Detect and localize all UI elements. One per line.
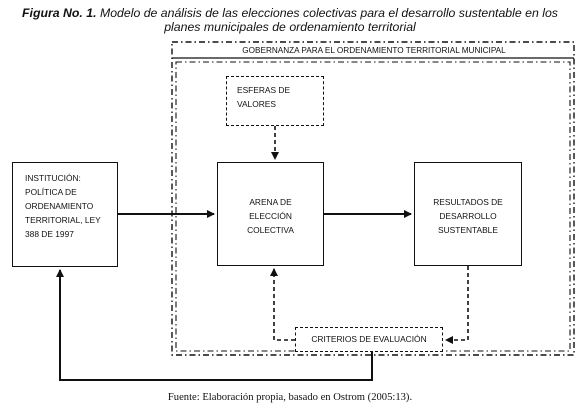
node-esferas-line: ESFERAS DE: [237, 85, 291, 95]
node-institucion-line: TERRITORIAL, LEY: [25, 215, 101, 225]
arrow-criterios-to-arena: [270, 268, 295, 341]
node-resultados-line: SUSTENTABLE: [438, 225, 498, 235]
node-institucion-line: INSTITUCIÓN:: [25, 173, 81, 183]
figure-title: Modelo de análisis de las elecciones col…: [96, 6, 558, 34]
node-institucion-line: 388 DE 1997: [25, 229, 74, 239]
gobernanza-frame-title: GOBERNANZA PARA EL ORDENAMIENTO TERRITOR…: [242, 46, 506, 55]
node-arena-line: COLECTIVA: [247, 225, 294, 235]
node-esferas-line: VALORES: [237, 99, 276, 109]
node-institucion-line: POLÍTICA DE: [25, 187, 77, 197]
node-resultados-line: DESARROLLO: [439, 211, 497, 221]
node-resultados-line: RESULTADOS DE: [433, 197, 503, 207]
node-resultados-desarrollo: RESULTADOS DE DESARROLLO SUSTENTABLE: [414, 162, 522, 266]
node-arena-line: ELECCIÓN: [249, 211, 292, 221]
arrow-criterios-to-institucion: [56, 269, 373, 381]
arrow-resultados-to-criterios: [445, 266, 469, 344]
node-arena-line: ARENA DE: [249, 197, 292, 207]
node-esferas-de-valores: ESFERAS DE VALORES: [226, 76, 324, 126]
figure-label: Figura No. 1.: [22, 6, 97, 20]
node-criterios-evaluacion: CRITERIOS DE EVALUACIÓN: [295, 327, 443, 352]
gobernanza-frame-outer: [171, 41, 575, 356]
node-institucion-line: ORDENAMIENTO: [25, 201, 94, 211]
node-arena-eleccion-colectiva: ARENA DE ELECCIÓN COLECTIVA: [217, 162, 324, 266]
figure-source: Fuente: Elaboración propia, basado en Os…: [167, 392, 413, 403]
figure-caption: Figura No. 1. Modelo de análisis de las …: [6, 6, 574, 34]
node-institucion: INSTITUCIÓN: POLÍTICA DE ORDENAMIENTO TE…: [12, 162, 118, 267]
